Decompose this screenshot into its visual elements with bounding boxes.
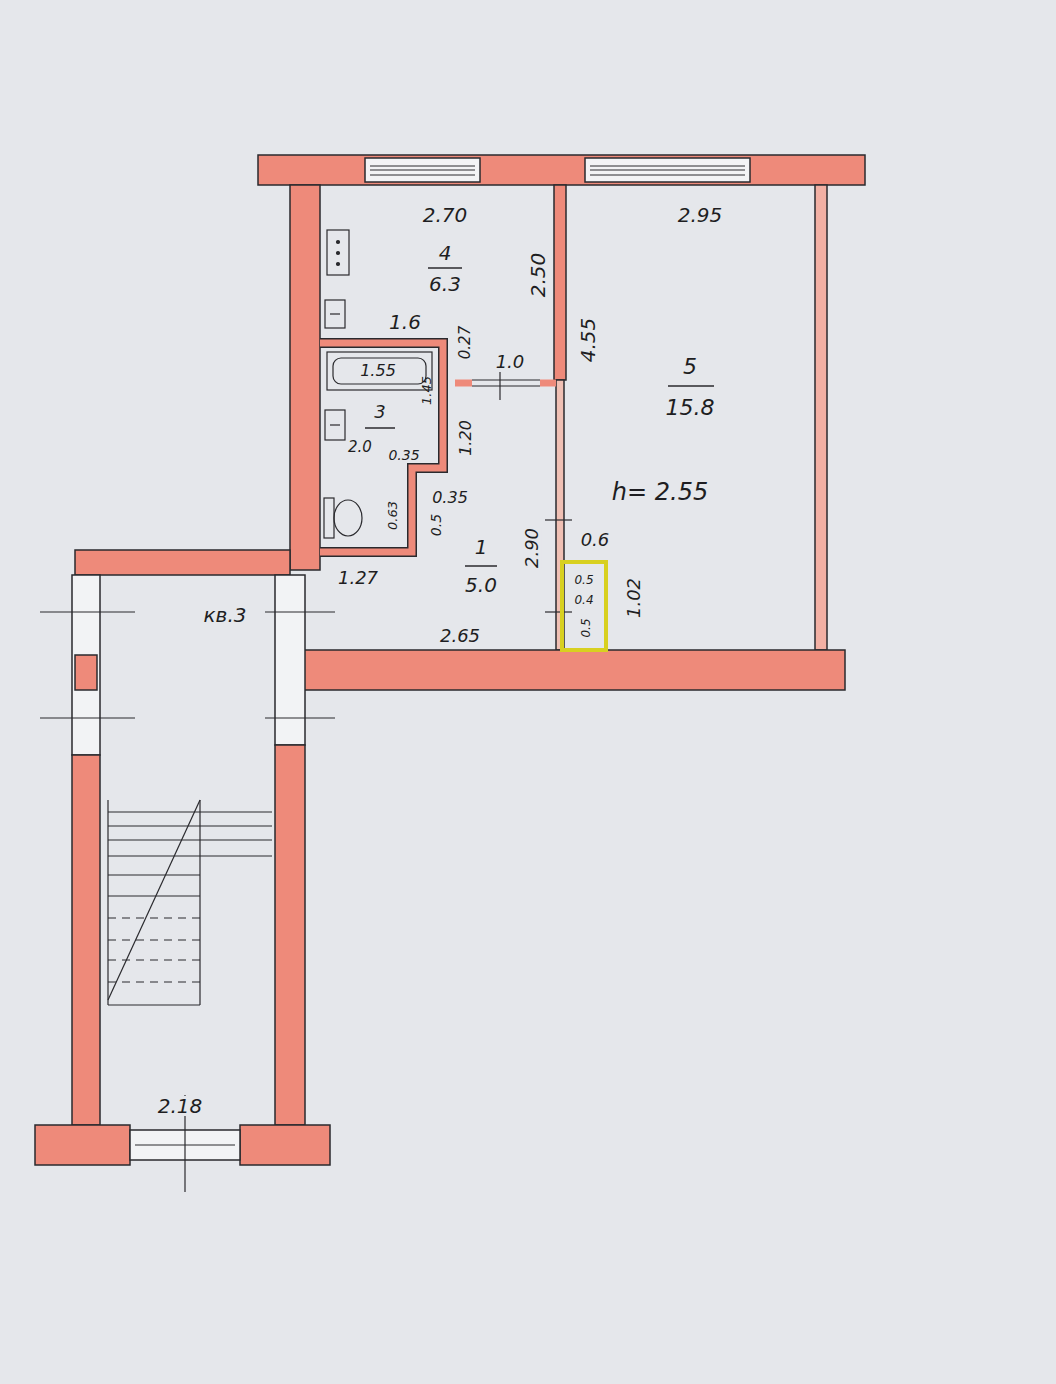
- fraction-bar: [365, 268, 714, 566]
- outer-wall: [35, 1125, 130, 1165]
- dimension-label: 2.90: [523, 527, 541, 569]
- column-outline: [562, 562, 606, 650]
- wall: [290, 185, 320, 570]
- dimension-label: 4.55: [578, 317, 598, 364]
- wall: [275, 745, 305, 1125]
- bath-symbol: [327, 352, 432, 390]
- window: [585, 158, 750, 182]
- dimension-label: 15.8: [665, 397, 716, 419]
- dimension-label: 1.0: [495, 353, 526, 371]
- dimension-label: 0.35: [431, 490, 469, 506]
- dimension-label: 1.45: [419, 375, 432, 406]
- dimension-label: 0.35: [387, 448, 420, 462]
- sink-symbol: [325, 300, 345, 328]
- dimension-label: 2.95: [677, 205, 724, 225]
- dimension-label: 2.70: [422, 205, 469, 225]
- dimension-label: 0.4: [573, 594, 594, 606]
- dimension-label: 2.65: [439, 627, 481, 645]
- dimension-label: 1.6: [388, 312, 422, 332]
- bathroom-wall: [320, 343, 443, 552]
- window: [365, 158, 480, 182]
- dimension-label: 1.55: [359, 363, 397, 379]
- dimension-label: 0.5: [580, 617, 592, 638]
- outer-wall: [282, 650, 845, 690]
- stair-steps: [108, 812, 272, 982]
- outer-wall: [258, 155, 865, 185]
- dimension-label: 0.27: [459, 324, 474, 359]
- stove-symbol: [327, 230, 349, 275]
- dimension-label: 0.63: [385, 500, 398, 531]
- dimension-label: 0.5: [429, 513, 443, 537]
- partition: [554, 185, 566, 380]
- wall: [72, 575, 100, 755]
- outer-wall: [240, 1125, 330, 1165]
- dimension-label: 1: [474, 537, 489, 557]
- wall: [815, 185, 827, 650]
- dimension-label: 1.20: [458, 419, 474, 457]
- bathroom-wall: [320, 343, 443, 552]
- dimension-label: 2.18: [157, 1096, 204, 1116]
- dimension-label: 3: [373, 403, 386, 421]
- dimension-label: 6.3: [428, 274, 462, 294]
- dimension-label: 2.0: [347, 440, 373, 455]
- dimension-label: 0.5: [573, 574, 594, 586]
- dimension-label: 2.50: [528, 252, 548, 299]
- wall: [72, 755, 100, 1125]
- dimension-label: 4: [438, 243, 453, 263]
- dimension-label: 1.27: [337, 569, 379, 587]
- wall: [75, 550, 290, 575]
- dimension-label: h= 2.55: [611, 480, 709, 504]
- dimension-label: 0.6: [580, 531, 611, 549]
- dimension-label: 1.02: [625, 577, 643, 619]
- toilet-symbol: [324, 498, 334, 538]
- dimension-label: 5: [682, 356, 698, 378]
- dimension-label: кв.3: [203, 605, 248, 625]
- wall: [75, 655, 97, 690]
- dimension-label: 5.0: [464, 575, 498, 595]
- washbasin-symbol: [325, 410, 345, 440]
- wall: [275, 575, 305, 745]
